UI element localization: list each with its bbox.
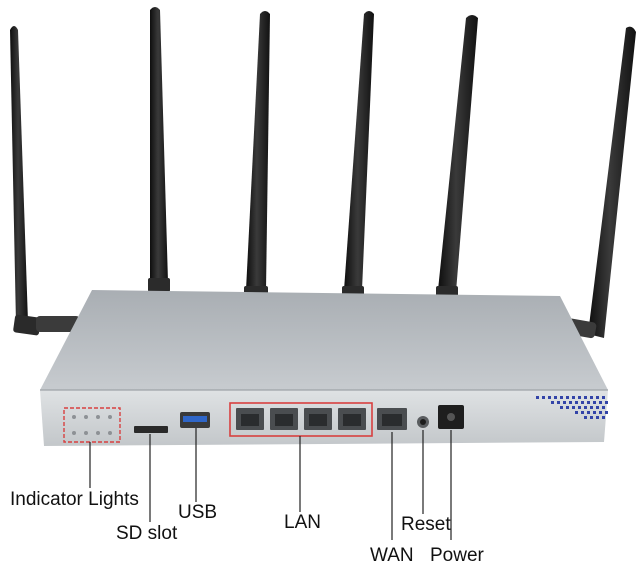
dot (566, 406, 569, 409)
dot (602, 406, 605, 409)
usb-port-icon (180, 412, 210, 428)
sd-slot-icon (134, 426, 168, 433)
antenna-6 (539, 26, 636, 339)
dot (590, 396, 593, 399)
dot (563, 401, 566, 404)
lan-label: LAN (284, 512, 321, 533)
dot (593, 401, 596, 404)
power-label: Power (430, 545, 484, 566)
dot (572, 406, 575, 409)
usb-label: USB (178, 502, 218, 523)
dot (581, 411, 584, 414)
dot (590, 416, 593, 419)
dot (554, 396, 557, 399)
dot (602, 396, 605, 399)
dot (581, 401, 584, 404)
dot (566, 396, 569, 399)
dot (596, 406, 599, 409)
dot (599, 401, 602, 404)
dot (602, 416, 605, 419)
antenna-2 (148, 7, 170, 292)
dot (605, 401, 608, 404)
dot (572, 396, 575, 399)
reset-button-icon (417, 416, 429, 428)
dot (578, 396, 581, 399)
sd-slot-label: SD slot (116, 523, 178, 544)
indicator-lights-panel (63, 407, 121, 443)
dot (560, 396, 563, 399)
pointer-lines (89, 428, 452, 540)
dot (596, 396, 599, 399)
chassis-top (40, 290, 608, 390)
wan-port-icon (377, 408, 407, 430)
antenna-5 (436, 15, 478, 298)
power-jack-icon (438, 405, 464, 429)
reset-label: Reset (401, 514, 451, 535)
dot (557, 401, 560, 404)
dot (551, 401, 554, 404)
dot (599, 411, 602, 414)
lan-highlight-box (229, 402, 373, 437)
dot (590, 406, 593, 409)
dot (548, 396, 551, 399)
dot (584, 396, 587, 399)
dot (569, 401, 572, 404)
dot (584, 416, 587, 419)
wan-label: WAN (370, 545, 414, 566)
dot (542, 396, 545, 399)
dot (575, 401, 578, 404)
led-icon (72, 415, 112, 435)
antenna-1 (10, 26, 80, 336)
dot (587, 411, 590, 414)
brand-dot-pattern (536, 396, 608, 419)
antenna-3 (244, 11, 270, 298)
dot (593, 411, 596, 414)
dot (575, 411, 578, 414)
dot (587, 401, 590, 404)
dot (605, 411, 608, 414)
dot (578, 406, 581, 409)
dot (536, 396, 539, 399)
dot (596, 416, 599, 419)
dot (560, 406, 563, 409)
antenna-4 (342, 11, 374, 298)
dot (584, 406, 587, 409)
indicator-lights-label: Indicator Lights (10, 489, 139, 510)
